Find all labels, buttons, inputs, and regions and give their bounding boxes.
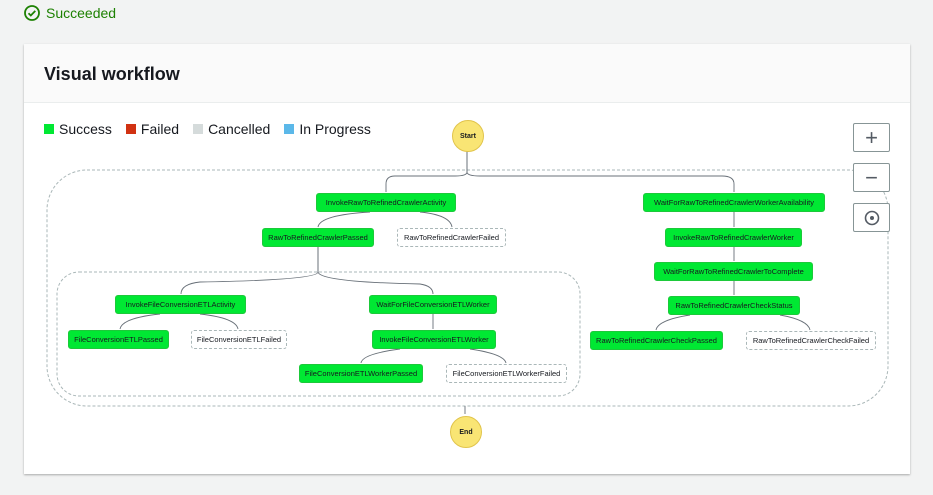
target-icon <box>864 210 879 225</box>
legend-success: Success <box>44 121 112 137</box>
state-node[interactable]: FileConversionETLPassed <box>68 330 169 349</box>
state-node[interactable]: RawToRefinedCrawlerCheckPassed <box>590 331 723 350</box>
state-node[interactable]: InvokeRawToRefinedCrawlerActivity <box>316 193 456 212</box>
status-label: Succeeded <box>46 5 117 21</box>
legend-cancelled: Cancelled <box>193 121 270 137</box>
state-node[interactable]: WaitForFileConversionETLWorker <box>369 295 497 314</box>
state-node[interactable]: FileConversionETLWorkerPassed <box>299 364 423 383</box>
zoom-in-button[interactable]: + <box>853 123 890 152</box>
center-graph-button[interactable] <box>853 203 890 232</box>
start-node[interactable]: Start <box>452 120 484 152</box>
state-node[interactable]: InvokeRawToRefinedCrawlerWorker <box>665 228 802 247</box>
panel-title: Visual workflow <box>44 64 180 84</box>
legend-failed: Failed <box>125 121 179 137</box>
check-circle-icon <box>24 5 40 21</box>
state-node[interactable]: RawToRefinedCrawlerCheckStatus <box>668 296 800 315</box>
execution-status: Succeeded <box>24 5 116 21</box>
state-node[interactable]: RawToRefinedCrawlerCheckFailed <box>746 331 876 350</box>
state-node[interactable]: RawToRefinedCrawlerFailed <box>397 228 506 247</box>
state-node[interactable]: InvokeFileConversionETLActivity <box>115 295 246 314</box>
state-node[interactable]: FileConversionETLFailed <box>191 330 287 349</box>
end-node[interactable]: End <box>450 416 482 448</box>
state-node[interactable]: WaitForRawToRefinedCrawlerWorkerAvailabi… <box>643 193 825 212</box>
zoom-out-button[interactable]: − <box>853 163 890 192</box>
state-node[interactable]: InvokeFileConversionETLWorker <box>372 330 496 349</box>
state-node[interactable]: RawToRefinedCrawlerPassed <box>262 228 374 247</box>
panel-header <box>24 44 910 103</box>
state-node[interactable]: FileConversionETLWorkerFailed <box>446 364 567 383</box>
legend-in-progress: In Progress <box>284 121 371 137</box>
state-node[interactable]: WaitForRawToRefinedCrawlerToComplete <box>654 262 813 281</box>
visual-workflow-panel: Visual workflow Success Failed Cancelled… <box>24 44 910 474</box>
legend: Success Failed Cancelled In Progress <box>44 121 371 137</box>
